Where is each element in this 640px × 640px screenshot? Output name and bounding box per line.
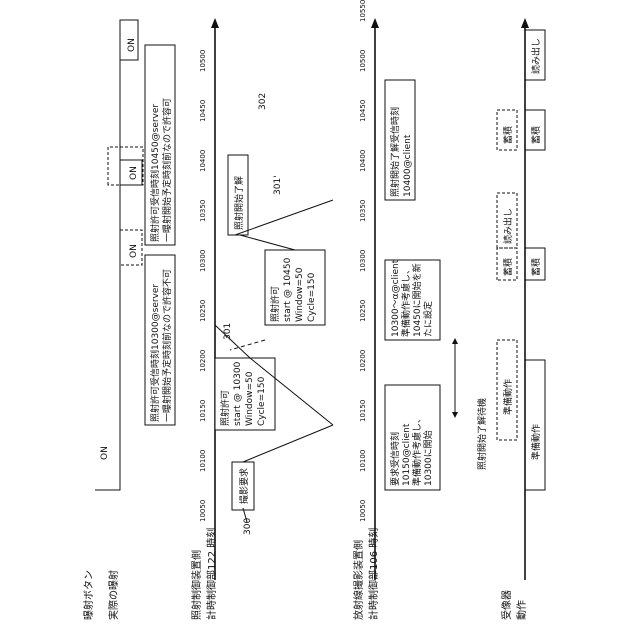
controller-ticks: 1005010100101501020010250103001035010400… <box>199 50 207 522</box>
ref-300: 300 <box>243 518 253 535</box>
imaging-ticks: 1005010100101501020010250103001035010400… <box>359 0 367 522</box>
svg-text:蓄積: 蓄積 <box>502 126 514 144</box>
capture-request-label: 撮影要求 <box>238 468 250 504</box>
svg-text:読み出し: 読み出し <box>502 208 514 244</box>
permit-1-line1: 照射許可 <box>219 390 231 426</box>
tick-label: 10300 <box>199 250 207 272</box>
svg-text:照射開始了解: 照射開始了解 <box>233 176 245 230</box>
tick-label: 10450 <box>359 100 367 122</box>
ref-301p: 301' <box>273 175 283 195</box>
request-receive-box: 要求受信時刻10150@client準備動作考慮し、10300に開始 <box>385 385 440 490</box>
tick-label: 10150 <box>199 400 207 422</box>
dashed-exposure-1: ON <box>120 230 142 265</box>
dashed-on-1-label: ON <box>129 244 139 258</box>
tick-label: 10300 <box>359 250 367 272</box>
exposure-ack-box: 照射開始了解 <box>228 155 248 235</box>
exposure-wait-arrow: 照射開始了解待機 <box>452 338 488 470</box>
tick-label: 10550 <box>359 0 367 22</box>
dashed-on-2-label: ON <box>129 166 139 180</box>
label-exposure-button: 曝射ボタン <box>80 500 95 620</box>
exposure-button-signal: ON <box>95 40 120 490</box>
label-imaging: 放射線撮影装置側 計時制御部106 時刻 <box>350 480 380 620</box>
label-detector: 受像器 動作 <box>498 500 528 620</box>
detector-time-axis <box>521 18 529 580</box>
svg-text:蓄積: 蓄積 <box>502 258 514 276</box>
tick-label: 10150 <box>359 400 367 422</box>
svg-text:照射開始了解待機: 照射開始了解待機 <box>476 398 488 470</box>
button-on-label: ON <box>100 446 110 460</box>
svg-text:蓄積: 蓄積 <box>530 258 542 276</box>
ref-302: 302 <box>258 93 268 110</box>
client-10400-box: 照射開始了解受信時刻10400@client <box>385 80 415 200</box>
capture-request-box: 撮影要求 <box>232 462 254 510</box>
svg-text:読み出し: 読み出し <box>530 38 542 74</box>
tick-label: 10500 <box>199 50 207 72</box>
label-controller: 照射制御装置側 計時制御部122 時刻 <box>188 480 218 620</box>
exposure-on-label: ON <box>127 38 137 52</box>
receive-10300-box: 照射許可受信時刻10300@server一曝射開始予定時刻前なので許容不可 <box>145 255 175 425</box>
tick-label: 10450 <box>199 100 207 122</box>
svg-text:蓄積: 蓄積 <box>530 126 542 144</box>
tick-label: 10400 <box>359 150 367 172</box>
tick-label: 10250 <box>199 300 207 322</box>
ref-301: 301 <box>223 323 233 340</box>
label-actual-exposure: 実際の曝射 <box>105 500 120 620</box>
permit-box-2: 照射許可start @ 10450Window=50Cycle=150 <box>265 250 325 325</box>
svg-text:準備動作: 準備動作 <box>502 379 514 415</box>
tick-label: 10350 <box>199 200 207 222</box>
svg-text:準備動作: 準備動作 <box>530 424 542 460</box>
tick-label: 10350 <box>359 200 367 222</box>
permit-box-1: 照射許可start @ 10300Window=50Cycle=150 <box>215 358 275 430</box>
tick-label: 10200 <box>359 350 367 372</box>
tick-label: 10250 <box>359 300 367 322</box>
tick-label: 10200 <box>199 350 207 372</box>
tick-label: 10400 <box>199 150 207 172</box>
dashed-exposure-2: ON <box>108 147 143 185</box>
client-10300-box: 10300～α@client準備動作考慮し、10450に開始を新たに設定 <box>385 259 440 340</box>
tick-label: 10500 <box>359 50 367 72</box>
tick-label: 10100 <box>199 450 207 472</box>
detector-activities: 準備動作 準備動作 蓄積 読み出し 蓄積 蓄積 読み出し 蓄積 <box>497 30 545 490</box>
actual-exposure-signal: ON <box>120 20 138 60</box>
receive-10450-box: 照射許可受信時刻10450@server一曝射開始予定時刻前なので許容可 <box>145 45 175 245</box>
tick-label: 10100 <box>359 450 367 472</box>
